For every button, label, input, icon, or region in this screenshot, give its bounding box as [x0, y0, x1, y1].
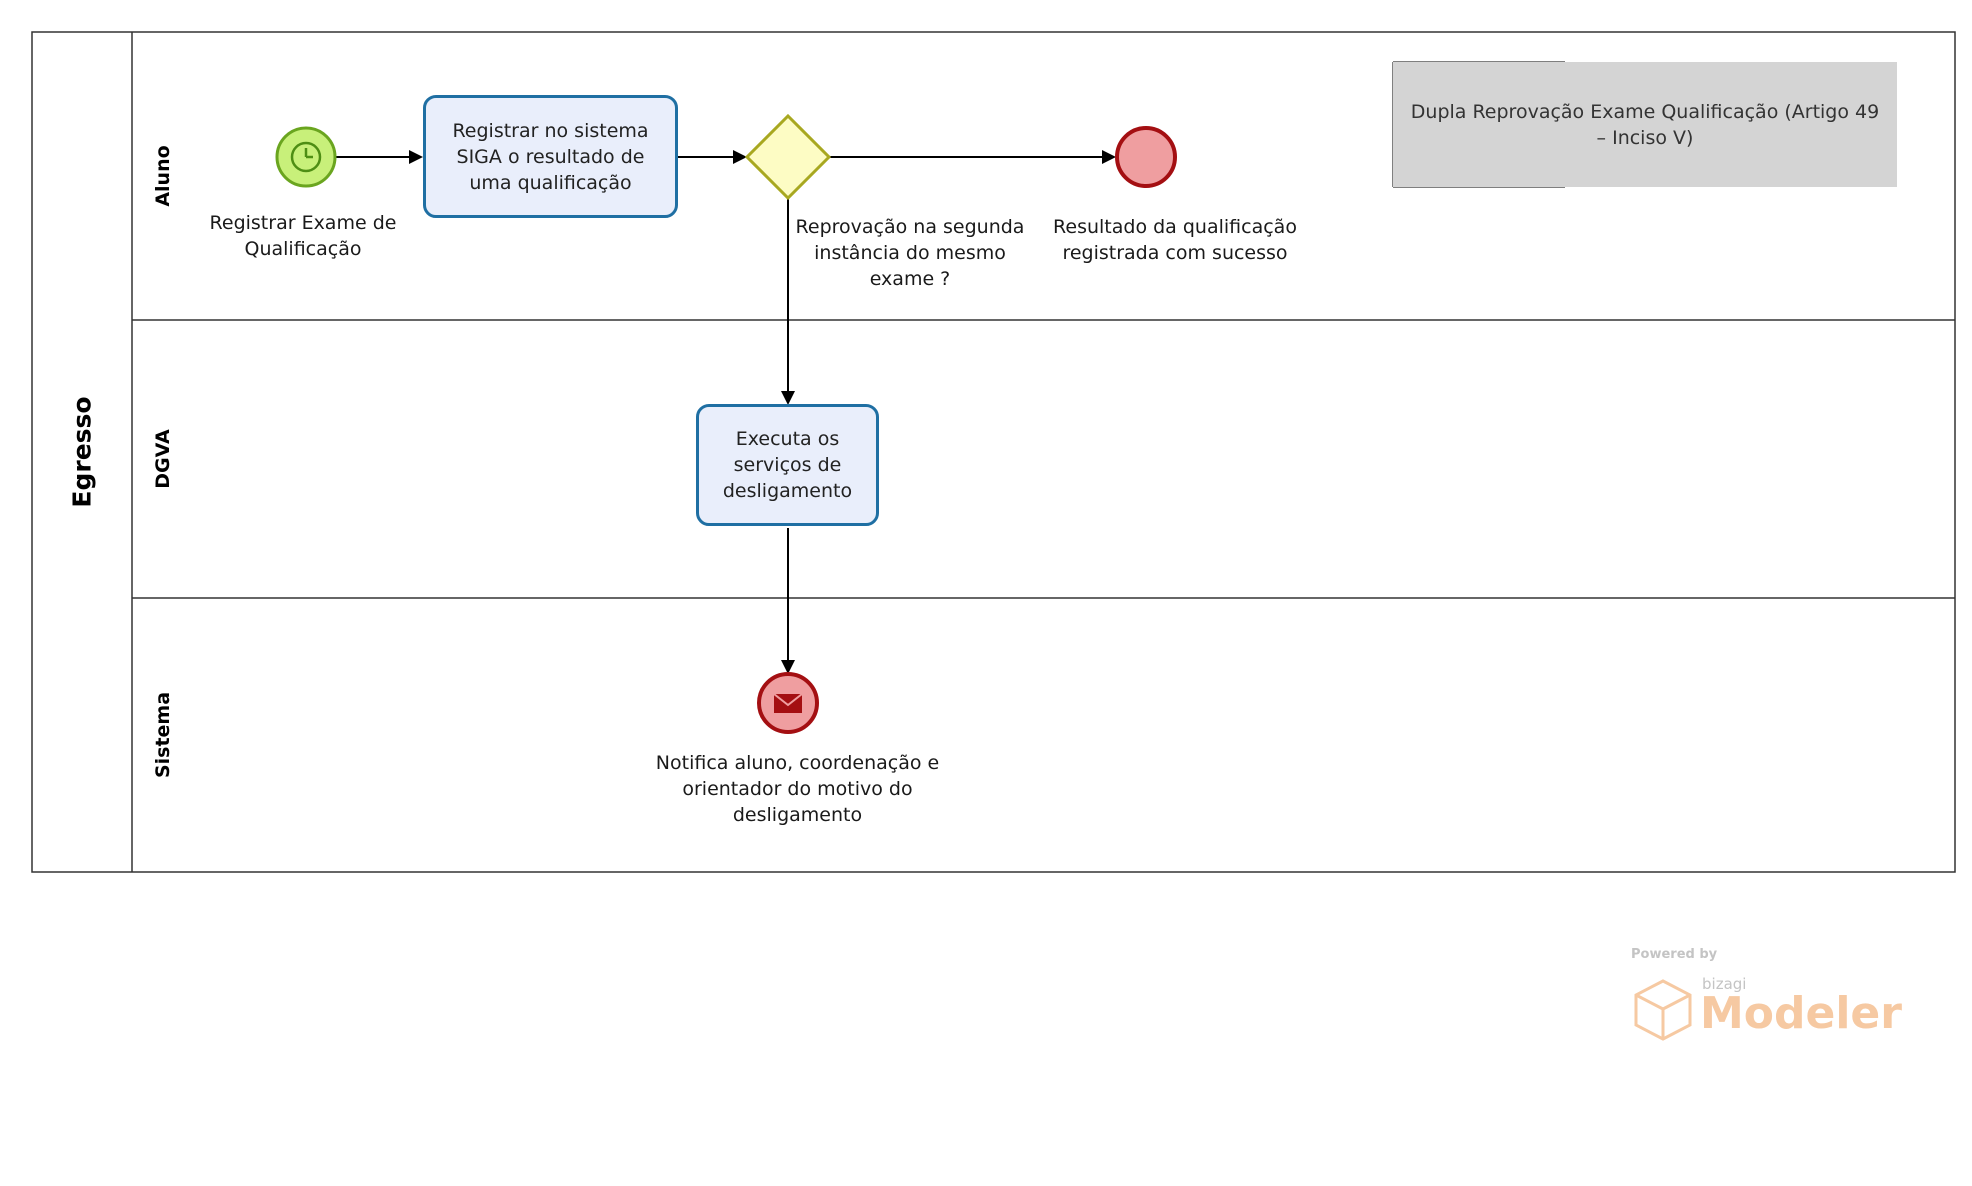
clock-icon [290, 141, 322, 173]
exclusive-gateway[interactable] [744, 113, 832, 201]
task-registrar-siga-label: Registrar no sistema SIGA o resultado de… [452, 119, 649, 194]
lane-label-dgva: DGVA [152, 429, 174, 489]
end-success-label: Resultado da qualificação registrada com… [1053, 216, 1297, 264]
end-message-event[interactable] [757, 672, 819, 734]
gateway-label: Reprovação na segunda instância do mesmo… [795, 216, 1025, 290]
pool-label: Egresso [67, 396, 97, 508]
lane-label-aluno: Aluno [152, 145, 174, 207]
bizagi-logo-icon [1634, 979, 1692, 1041]
watermark-brand: bizagi [1702, 975, 1747, 993]
start-timer-event[interactable] [275, 126, 337, 188]
watermark-powered-by: Powered by [1631, 947, 1718, 962]
watermark-product: Modeler [1700, 988, 1902, 1039]
end-event-success[interactable] [1115, 126, 1177, 188]
text-annotation: Dupla Reprovação Exame Qualificação (Art… [1393, 62, 1897, 187]
task-executa-desligamento[interactable]: Executa os serviços de desligamento [696, 404, 879, 526]
task-executa-desligamento-label: Executa os serviços de desligamento [722, 428, 853, 502]
start-event-label: Registrar Exame de Qualificação [209, 212, 397, 260]
envelope-icon [773, 693, 803, 713]
end-message-label: Notifica aluno, coordenação e orientador… [655, 752, 940, 826]
pool-frame [31, 31, 1956, 873]
task-registrar-siga[interactable]: Registrar no sistema SIGA o resultado de… [423, 95, 678, 218]
lane-label-sistema: Sistema [152, 691, 174, 779]
